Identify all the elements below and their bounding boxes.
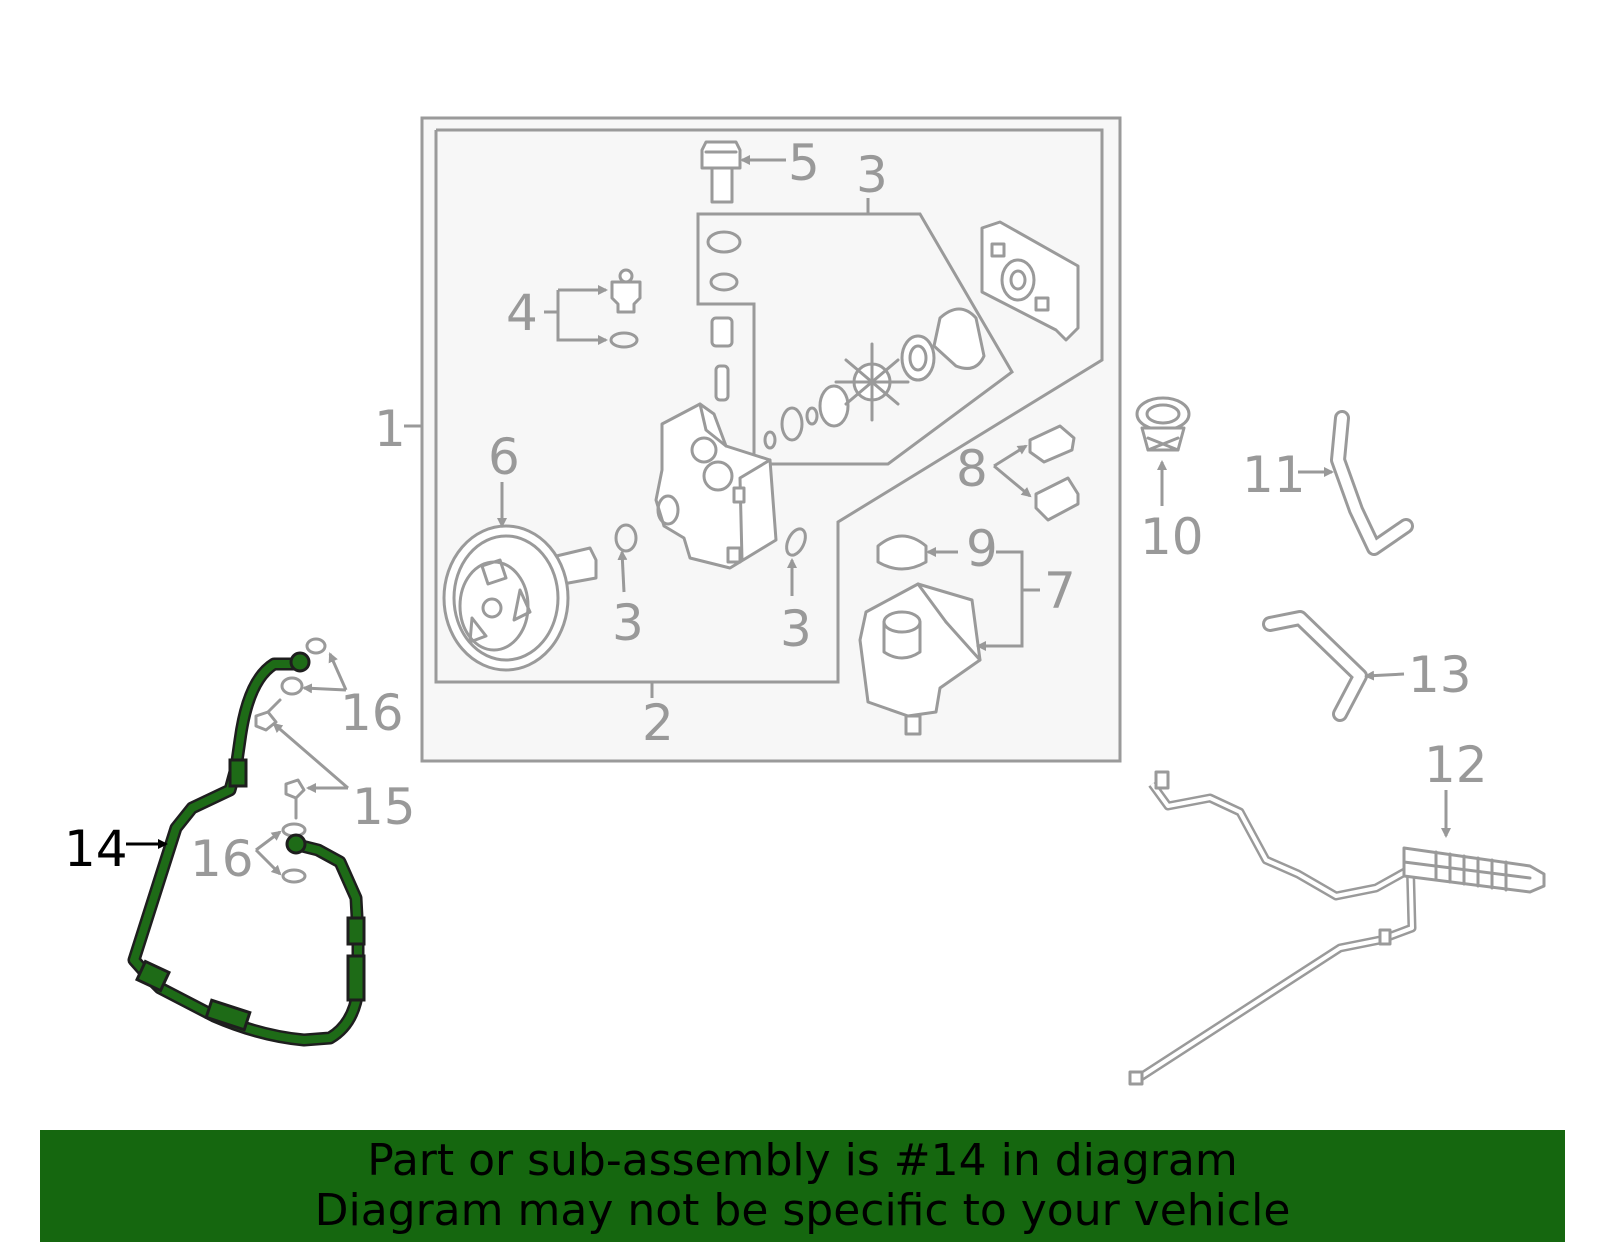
part-14-pressure-hose[interactable]: [127, 651, 366, 1047]
leader-lines: [126, 155, 1451, 876]
callout-14: 14: [64, 820, 128, 878]
callout-4: 4: [506, 284, 538, 342]
callout-11: 11: [1242, 446, 1306, 504]
info-banner: Part or sub-assembly is #14 in diagram D…: [40, 1130, 1565, 1242]
banner-part-number-text: Part or sub-assembly is #14 in diagram: [367, 1135, 1238, 1186]
callout-3-right: 3: [780, 600, 812, 658]
part-pump-internals: [763, 307, 986, 450]
callout-labels: 1 2 3 3 3 4 5 6 7 8 9 10 11 12 13 14 15 …: [64, 134, 1488, 888]
part-3-ring-right: [785, 527, 807, 557]
callout-6: 6: [488, 428, 520, 486]
part-15-bolts: [254, 698, 306, 820]
part-12-cooler: [1128, 770, 1546, 1086]
banner-background: [40, 1130, 1565, 1242]
callout-8: 8: [956, 440, 988, 498]
part-bracket: [980, 220, 1080, 342]
callout-3-left: 3: [612, 594, 644, 652]
banner-disclaimer-text: Diagram may not be specific to your vehi…: [314, 1185, 1291, 1236]
callout-9: 9: [966, 520, 998, 578]
part-13-hose: [1262, 610, 1368, 722]
part-6-pulley: [442, 524, 598, 672]
callout-10: 10: [1140, 508, 1204, 566]
callout-5: 5: [788, 134, 820, 192]
part-5-fitting: [700, 140, 742, 204]
callout-13: 13: [1408, 646, 1472, 704]
part-4-valve: [609, 268, 642, 349]
callout-3-top: 3: [856, 146, 888, 204]
callout-15: 15: [352, 778, 416, 836]
callout-7: 7: [1044, 562, 1076, 620]
part-11-hose: [1330, 410, 1414, 556]
callout-12: 12: [1424, 736, 1488, 794]
part-10-grommet: [1135, 396, 1191, 452]
part-8-clips: [1028, 424, 1080, 522]
part-o-rings: [706, 230, 742, 402]
part-7-reservoir: [858, 582, 982, 736]
callout-2: 2: [642, 694, 674, 752]
part-9-cap: [876, 534, 928, 571]
part-pump-body: [654, 402, 778, 570]
callout-16-top: 16: [340, 684, 404, 742]
callout-16-bottom: 16: [190, 830, 254, 888]
callout-1: 1: [374, 400, 406, 458]
part-16-washers: [280, 637, 327, 884]
